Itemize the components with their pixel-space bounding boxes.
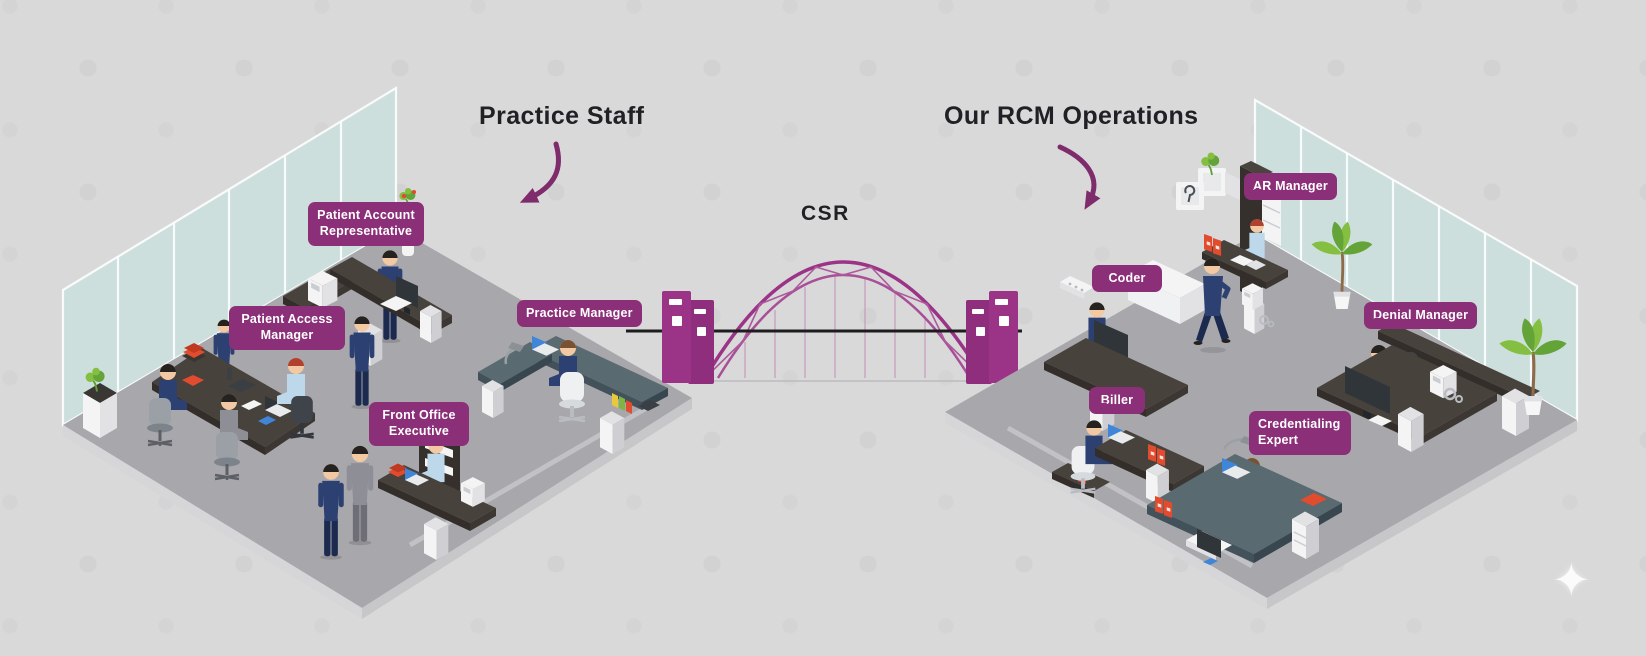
- role-badge-front-office-executive: Front Office Executive: [369, 402, 469, 446]
- reception-desk-group: [283, 187, 452, 366]
- meeting-table-group: [145, 316, 375, 482]
- left-section-title: Practice Staff: [479, 102, 645, 130]
- bridge-left-tower: [662, 291, 714, 384]
- power-strip: [1060, 276, 1094, 299]
- front-office-group: [378, 427, 496, 560]
- copier-machine: [308, 270, 338, 308]
- role-badge-denial-manager: Denial Manager: [1364, 302, 1478, 330]
- right-arrow-icon: [1057, 144, 1101, 210]
- bridge-right-tower: [966, 291, 1018, 384]
- denial-manager-group: [1317, 323, 1540, 452]
- role-badge-practice-manager: Practice Manager: [517, 300, 642, 328]
- right-section-title: Our RCM Operations: [944, 102, 1199, 130]
- sparkle-icon: ✦: [1552, 554, 1591, 606]
- cube-shelf-decor: [1176, 151, 1226, 210]
- storage-cabinet-plant: [83, 366, 117, 438]
- walking-person: [1193, 258, 1231, 353]
- bridge-csr-label: CSR: [801, 202, 850, 225]
- role-badge-patient-access-manager: Patient Access Manager: [229, 306, 345, 350]
- practice-manager-desk-group: [478, 336, 668, 454]
- credentialing-expert-group: [1147, 436, 1342, 565]
- left-office: [61, 86, 692, 619]
- role-badge-patient-account-representative: Patient Account Representative: [308, 202, 424, 246]
- role-badge-credentialing-expert: Credentialing Expert: [1249, 411, 1351, 455]
- role-badge-ar-manager: AR Manager: [1244, 173, 1337, 201]
- csr-bridge: [626, 260, 1022, 384]
- role-badge-biller: Biller: [1089, 387, 1145, 415]
- left-arrow-icon: [519, 141, 562, 203]
- role-badge-coder: Coder: [1092, 265, 1162, 293]
